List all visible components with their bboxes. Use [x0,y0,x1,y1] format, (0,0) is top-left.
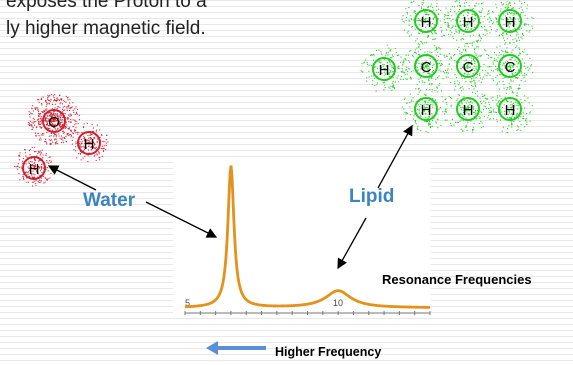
lipid-top-h2: H [463,14,474,31]
lipid-bot-h3: H [505,102,516,119]
caption-line-1: exposes the Proton to a [6,0,207,12]
tick-label-10: 10 [333,298,343,308]
tick-label-5: 5 [185,298,190,308]
water-hydrogen-atom: H [22,156,46,180]
lipid-atom: H [498,9,522,33]
water-oxygen-atom: O [42,109,66,133]
lipid-molecule-arrow [377,124,413,189]
lipid-mid-c1: C [421,59,432,76]
caption-text: exposes the Proton to a ly higher magnet… [6,0,306,42]
lipid-top-h3: H [505,14,516,31]
lipid-atom: C [456,54,480,78]
spectrum-chart: 5 10 [184,165,431,315]
water-atom-o: O [48,114,60,131]
higher-frequency-label: Higher Frequency [275,345,382,359]
water-atom-h1: H [84,136,95,153]
water-molecule-arrow [47,165,97,191]
lipid-peak-arrow [337,217,367,270]
lipid-mid-c3: C [505,59,516,76]
water-label: Water [83,190,136,211]
lipid-molecule: H H H H C C C [372,9,522,121]
water-hydrogen-atom: H [77,131,101,155]
spectrum-line [184,165,431,309]
lipid-mid-c2: C [463,59,474,76]
lipid-bot-h2: H [463,102,474,119]
lipid-atom: C [414,54,438,78]
lipid-mid-h: H [379,62,390,79]
caption-line-2: ly higher magnetic field. [6,18,206,39]
lipid-atom: H [372,57,396,81]
lipid-top-h1: H [421,14,432,31]
lipid-bot-h1: H [421,102,432,119]
lipid-atom: H [414,97,438,121]
resonance-frequencies-label: Resonance Frequencies [382,272,532,287]
lipid-label: Lipid [349,186,395,207]
lipid-atom: H [414,9,438,33]
water-molecule: O H H [22,109,101,180]
x-axis-ticks [184,311,431,315]
water-atom-h2: H [29,161,40,178]
lipid-atom: H [456,9,480,33]
water-peak-arrow [145,201,218,238]
lipid-atom: C [498,54,522,78]
higher-frequency-arrow [206,341,266,355]
lipid-atom: H [498,97,522,121]
lipid-atom: H [456,97,480,121]
